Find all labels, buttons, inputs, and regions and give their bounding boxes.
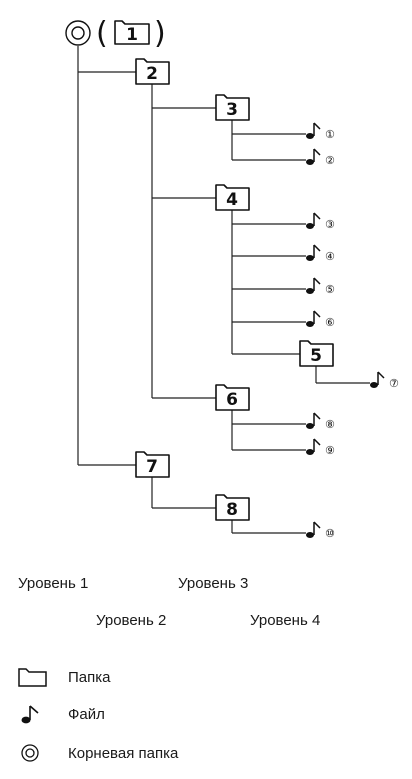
file-number: ⑩ — [325, 527, 335, 540]
folder-icon — [18, 666, 48, 688]
folders-layer: 2 3 4 5 6 7 8 — [135, 58, 334, 521]
music-note-icon — [18, 703, 48, 725]
level-4-label: Уровень 4 — [250, 612, 321, 629]
folder-node-5: 5 — [299, 340, 334, 367]
root-paren-left: ( — [96, 16, 108, 51]
folder-node-6: 6 — [215, 384, 250, 411]
file-node-2: ② — [306, 148, 335, 167]
file-number: ② — [325, 154, 335, 167]
music-note-icon — [306, 521, 321, 538]
folder-node-8: 8 — [215, 494, 250, 521]
folder-icon — [215, 384, 250, 411]
level-1-label: Уровень 1 — [18, 575, 89, 592]
folder-icon — [299, 340, 334, 367]
folder-node-4: 4 — [215, 184, 250, 211]
root-paren-right: ) — [154, 16, 166, 51]
file-node-4: ④ — [306, 244, 335, 263]
folder-number: 8 — [226, 500, 238, 520]
files-layer: ① ② ③ ④ ⑤ ⑥ ⑦ ⑧ ⑨ ⑩ — [306, 122, 399, 540]
folder-number: 2 — [146, 64, 158, 84]
legend-file: Файл — [18, 703, 105, 725]
legend-root-label: Корневая папка — [68, 744, 179, 762]
legend-file-label: Файл — [68, 705, 105, 723]
root-folder-icon — [65, 20, 91, 46]
folder-tree-diagram: ( 1 ) 2 3 4 5 6 7 8 ① ② ③ ④ ⑤ ⑥ ⑦ ⑧ ⑨ ⑩ — [65, 16, 399, 540]
root-folder-icon — [18, 742, 48, 764]
file-number: ⑨ — [325, 444, 335, 457]
file-node-1: ① — [306, 122, 335, 141]
music-note-icon — [306, 148, 321, 165]
folder-icon — [215, 94, 250, 121]
file-number: ⑤ — [325, 283, 335, 296]
music-note-icon — [370, 371, 385, 388]
folder-node-3: 3 — [215, 94, 250, 121]
file-number: ④ — [325, 250, 335, 263]
root-node: ( 1 ) — [65, 16, 166, 51]
legend-folder-label: Папка — [68, 668, 111, 686]
music-note-icon — [306, 122, 321, 139]
folder-icon — [215, 184, 250, 211]
music-note-icon — [306, 412, 321, 429]
file-node-7: ⑦ — [370, 371, 399, 390]
music-note-icon — [306, 244, 321, 261]
music-note-icon — [306, 277, 321, 294]
folder-number: 5 — [310, 346, 322, 366]
folder-number: 4 — [226, 190, 238, 210]
file-node-9: ⑨ — [306, 438, 335, 457]
file-node-10: ⑩ — [306, 521, 335, 540]
folder-number: 7 — [146, 457, 158, 477]
file-node-8: ⑧ — [306, 412, 335, 431]
folder-icon — [135, 451, 170, 478]
root-folder-number: 1 — [126, 25, 138, 45]
music-note-icon — [306, 212, 321, 229]
folder-icon — [114, 20, 150, 45]
music-note-icon — [306, 310, 321, 327]
file-number: ③ — [325, 218, 335, 231]
folder-icon — [215, 494, 250, 521]
folder-node-2: 2 — [135, 58, 170, 85]
file-number: ⑧ — [325, 418, 335, 431]
tree-connectors — [77, 46, 370, 534]
music-note-icon — [306, 438, 321, 455]
file-number: ⑦ — [389, 377, 399, 390]
folder-number: 3 — [226, 100, 238, 120]
file-node-5: ⑤ — [306, 277, 335, 296]
folder-node-7: 7 — [135, 451, 170, 478]
file-node-3: ③ — [306, 212, 335, 231]
level-2-label: Уровень 2 — [96, 612, 167, 629]
level-3-label: Уровень 3 — [178, 575, 249, 592]
file-node-6: ⑥ — [306, 310, 335, 329]
legend-folder: Папка — [18, 666, 110, 688]
legend-root: Корневая папка — [18, 742, 178, 764]
file-number: ⑥ — [325, 316, 335, 329]
folder-icon — [135, 58, 170, 85]
folder-number: 6 — [226, 390, 238, 410]
file-number: ① — [325, 128, 335, 141]
